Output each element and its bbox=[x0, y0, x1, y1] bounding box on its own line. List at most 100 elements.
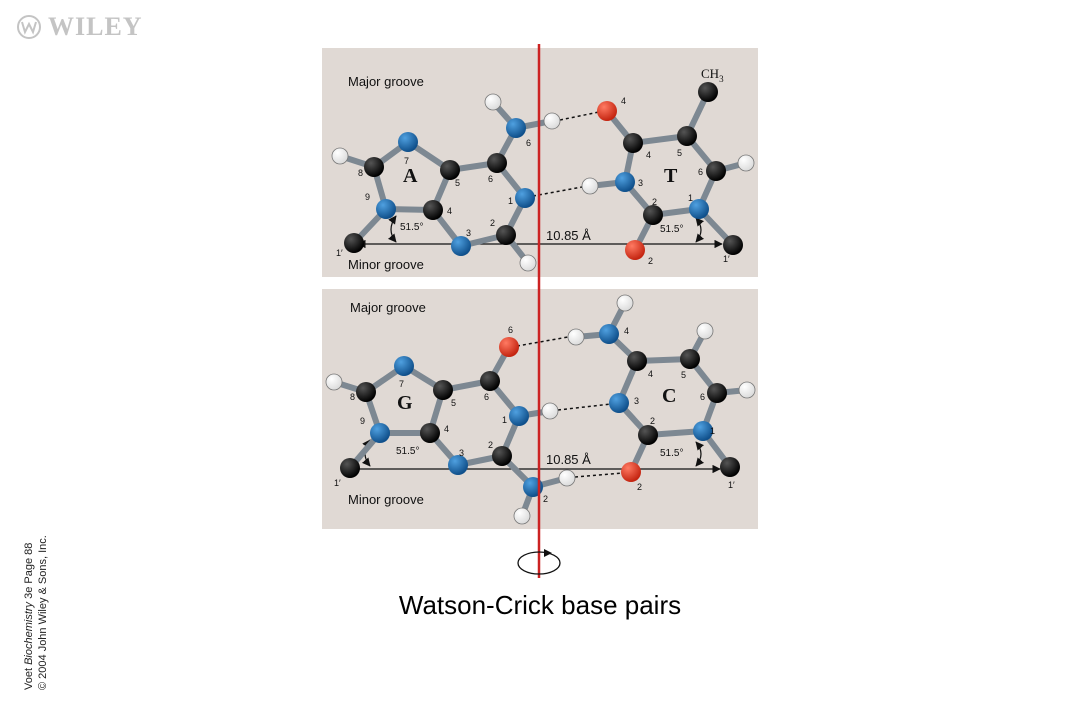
at-atom-numbers: 7 8 9 5 4 6 6 1 2 3 4 4 5 6 3 1 2 2 bbox=[358, 96, 703, 266]
at-right-angle-label: 51.5° bbox=[660, 224, 683, 235]
atom bbox=[433, 380, 453, 400]
at-distance-label: 10.85 Å bbox=[546, 228, 591, 243]
atom bbox=[567, 328, 585, 346]
gc-hydrogen-bond-2 bbox=[557, 403, 612, 411]
atom-number: 4 bbox=[444, 424, 449, 434]
atom bbox=[581, 177, 599, 195]
atom-number: 6 bbox=[488, 174, 493, 184]
atom-number: 3 bbox=[634, 396, 639, 406]
figure-caption: Watson-Crick base pairs bbox=[398, 590, 682, 620]
atom bbox=[615, 172, 635, 192]
atom-number: 2 bbox=[648, 256, 653, 266]
atom bbox=[638, 425, 658, 445]
thymine-label: T bbox=[664, 165, 678, 187]
atom-number: 5 bbox=[455, 178, 460, 188]
atom-number: 4 bbox=[646, 150, 651, 160]
at-hydrogen-bond-1 bbox=[559, 111, 600, 121]
at-minor-groove-label: Minor groove bbox=[348, 257, 424, 272]
rotation-arrow-icon bbox=[517, 549, 561, 575]
guanine-label: G bbox=[397, 392, 413, 414]
gc-atom-numbers: 7 8 9 5 4 6 6 1 2 3 2 4 4 5 6 3 2 1 2 bbox=[350, 325, 715, 504]
atom bbox=[451, 236, 471, 256]
atom bbox=[621, 462, 641, 482]
atom-number: 3 bbox=[638, 178, 643, 188]
atom bbox=[340, 458, 360, 478]
atom bbox=[738, 381, 756, 399]
atom bbox=[509, 406, 529, 426]
atom-number: 5 bbox=[451, 398, 456, 408]
adenine-label: A bbox=[403, 165, 418, 187]
atom-number: 1 bbox=[688, 193, 693, 203]
wiley-logo: WILEY bbox=[16, 12, 143, 42]
atom bbox=[440, 160, 460, 180]
atom bbox=[696, 322, 714, 340]
atom bbox=[515, 188, 535, 208]
atom bbox=[370, 423, 390, 443]
atom bbox=[513, 507, 531, 525]
gc-distance-label: 10.85 Å bbox=[546, 452, 591, 467]
atom bbox=[420, 423, 440, 443]
wiley-logo-text: WILEY bbox=[48, 12, 143, 41]
atom bbox=[737, 154, 755, 172]
atom bbox=[599, 324, 619, 344]
gc-right-end-label: 1′ bbox=[728, 480, 735, 490]
atom bbox=[597, 101, 617, 121]
atom-number: 1 bbox=[502, 415, 507, 425]
atom-number: 6 bbox=[484, 392, 489, 402]
atom bbox=[723, 235, 743, 255]
atom-number: 8 bbox=[350, 392, 355, 402]
atom bbox=[627, 351, 647, 371]
gc-right-angle-label: 51.5° bbox=[660, 448, 683, 459]
atom-number: 4 bbox=[648, 369, 653, 379]
atom bbox=[680, 349, 700, 369]
atom-number: 2 bbox=[490, 218, 495, 228]
atom-number: 4 bbox=[624, 326, 629, 336]
atom bbox=[423, 200, 443, 220]
atom bbox=[480, 371, 500, 391]
gc-hydrogen-bond-3 bbox=[574, 472, 624, 478]
atom-number: 6 bbox=[526, 138, 531, 148]
atom bbox=[448, 455, 468, 475]
atom-number: 2 bbox=[637, 482, 642, 492]
atom bbox=[541, 402, 559, 420]
gc-left-angle-label: 51.5° bbox=[396, 446, 419, 457]
gc-right-angle-arc bbox=[695, 441, 705, 467]
atom-number: 7 bbox=[399, 379, 404, 389]
atom bbox=[394, 356, 414, 376]
gc-atoms bbox=[325, 294, 756, 525]
atom-number: 2 bbox=[650, 416, 655, 426]
atom bbox=[643, 205, 663, 225]
gc-minor-groove-label: Minor groove bbox=[348, 492, 424, 507]
at-hydrogen-bond-2 bbox=[532, 186, 583, 197]
gc-major-groove-label: Major groove bbox=[350, 300, 426, 315]
atom bbox=[677, 126, 697, 146]
atom-number: 2 bbox=[488, 440, 493, 450]
gc-hydrogen-bond-1 bbox=[516, 336, 569, 347]
atom bbox=[325, 373, 343, 391]
atom-number: 4 bbox=[447, 206, 452, 216]
atom bbox=[720, 457, 740, 477]
atom bbox=[623, 133, 643, 153]
atom bbox=[364, 157, 384, 177]
atom bbox=[609, 393, 629, 413]
atom bbox=[558, 469, 576, 487]
atom-number: 3 bbox=[459, 448, 464, 458]
atom bbox=[484, 93, 502, 111]
atom-number: 6 bbox=[698, 167, 703, 177]
atom-number: 5 bbox=[681, 370, 686, 380]
rotation-ellipse bbox=[517, 551, 561, 575]
atom-number: 1 bbox=[508, 196, 513, 206]
atom bbox=[398, 132, 418, 152]
atom bbox=[331, 147, 349, 165]
atom bbox=[616, 294, 634, 312]
gc-left-end-label: 1′ bbox=[334, 478, 341, 488]
atom-number: 2 bbox=[543, 494, 548, 504]
atom bbox=[344, 233, 364, 253]
atom-number: 8 bbox=[358, 168, 363, 178]
atom-number: 7 bbox=[404, 156, 409, 166]
atom bbox=[689, 199, 709, 219]
atom bbox=[506, 118, 526, 138]
atom bbox=[706, 161, 726, 181]
at-major-groove-label: Major groove bbox=[348, 74, 424, 89]
